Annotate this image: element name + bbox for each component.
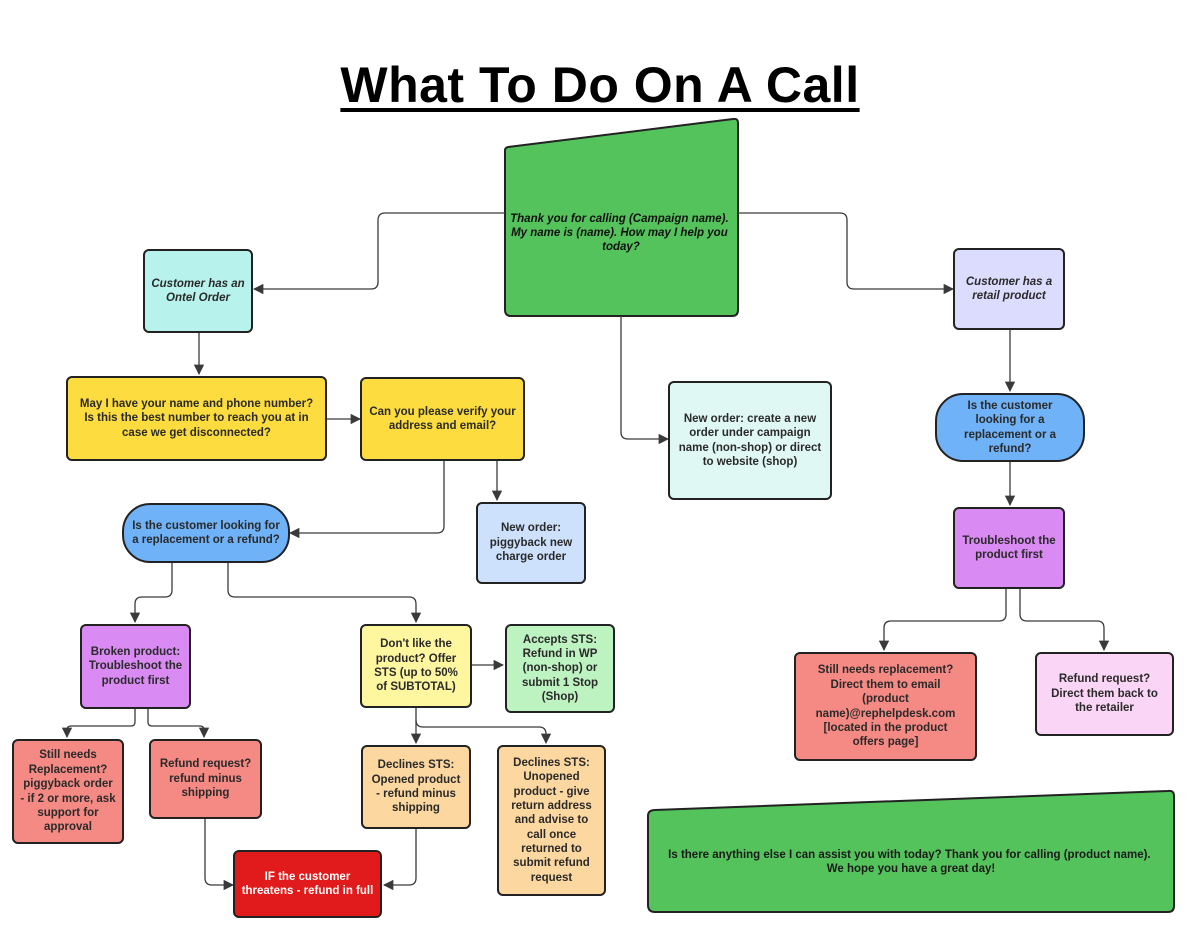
replacement-or-refund-left-node: Is the customer looking for a replacemen… [122,503,290,563]
connector-broken-refund [147,709,210,739]
refund-minus-left-node: Refund request? refund minus shipping [149,739,262,819]
connector-refund-threatens [204,819,235,891]
new-order-piggyback-node: New order: piggyback new charge order [476,502,586,584]
replacement-or-refund-right-node: Is the customer looking for a replacemen… [935,393,1085,462]
closing-line-2: We hope you have a great day! [827,863,996,875]
connectors [61,212,1110,891]
greeting-text: Thank you for calling (Campaign name). M… [510,213,732,253]
connector-troubleshoot-refund [1019,589,1110,652]
dont-like-node: Don't like the product? Offer STS (up to… [360,624,472,708]
verify-address-node: Can you please verify your address and e… [360,377,525,461]
new-order-campaign-node: New order: create a new order under camp… [668,381,832,500]
name-phone-node: May I have your name and phone number? I… [66,376,327,461]
declines-opened-node: Declines STS: Opened product - refund mi… [361,745,471,829]
connector-greeting-ontel [252,212,505,295]
closing-shape [647,789,1175,913]
connector-verify-replacement [288,461,445,539]
accepts-sts-node: Accepts STS: Refund in WP (non-shop) or … [505,624,615,713]
connector-troubleshoot-stillneeds [878,589,1007,652]
connector-replacement-dontlike [227,563,422,624]
connector-dontlike-unopened [415,719,552,745]
greeting-shape [504,117,739,317]
greeting-line-3: today? [602,241,640,253]
ontel-order-node: Customer has an Ontel Order [143,249,253,333]
connector-broken-stillneeds [61,709,136,739]
retail-product-node: Customer has a retail product [953,248,1065,330]
connector-greeting-retail [738,212,955,295]
declines-unopened-node: Declines STS: Unopened product - give re… [497,745,606,896]
troubleshoot-right-node: Troubleshoot the product first [953,507,1065,589]
threatens-node: IF the customer threatens - refund in fu… [233,850,382,918]
connector-greeting-neworder [620,316,670,445]
connector-opened-threatens [382,829,417,891]
closing-line-1: Is there anything else I can assist you … [668,849,1150,861]
greeting-line-2: My name is (name). How may I help you [511,227,728,239]
refund-right-node: Refund request? Direct them back to the … [1035,652,1174,736]
page-title: What To Do On A Call [340,56,860,113]
still-needs-left-node: Still needs Replacement? piggyback order… [12,739,124,844]
greeting-line-1: Thank you for calling (Campaign name). [510,213,729,225]
connector-replacement-broken [129,563,173,624]
broken-product-node: Broken product: Troubleshoot the product… [80,624,191,709]
closing-text: Is there anything else I can assist you … [668,849,1154,875]
still-needs-right-node: Still needs replacement? Direct them to … [794,652,977,761]
